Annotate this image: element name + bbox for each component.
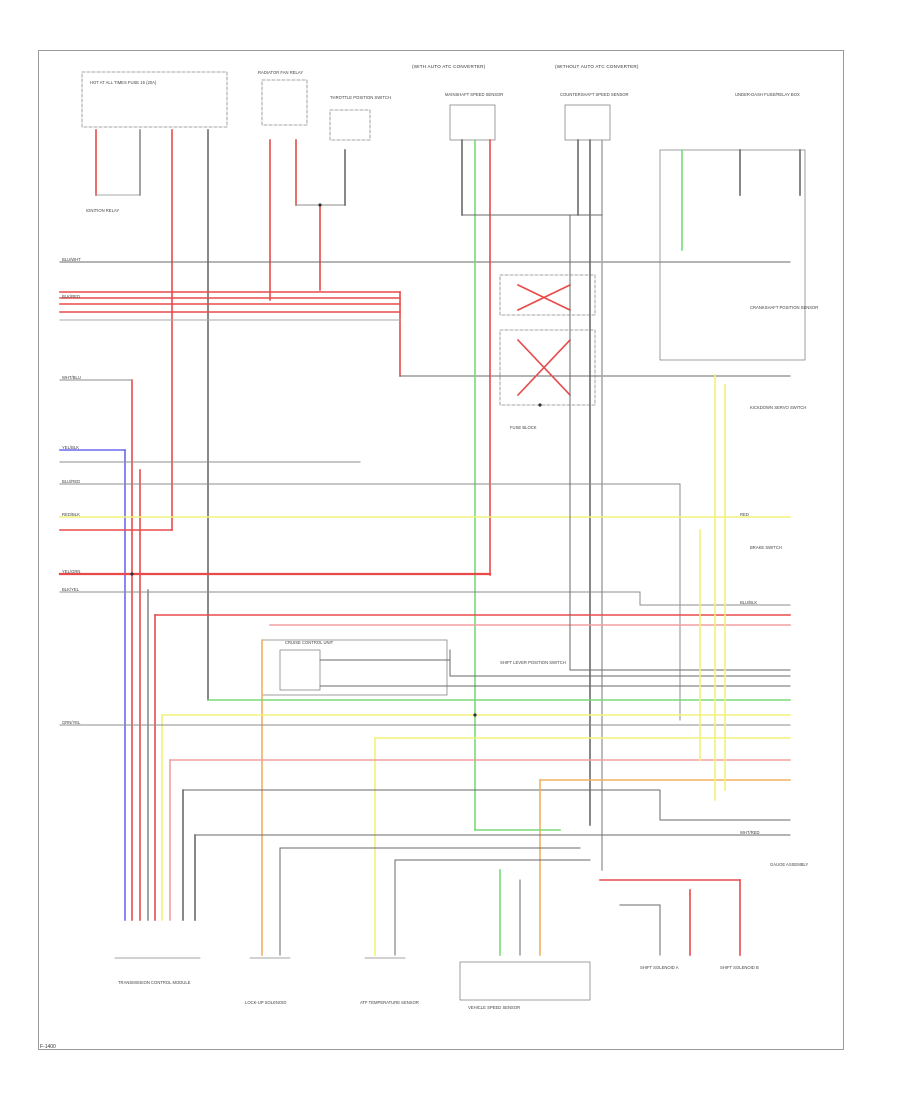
wire-label-1: BLU/WHT	[62, 257, 81, 262]
label-tps-switch: THROTTLE POSITION SWITCH	[330, 95, 391, 100]
label-ignition-relay: IGNITION RELAY	[86, 208, 120, 213]
header-right: (WITHOUT AUTO ATC CONVERTER)	[555, 64, 639, 69]
label-gauge: GAUGE ASSEMBLY	[770, 862, 809, 867]
label-lockup: LOCK-UP SOLENOID	[245, 1000, 287, 1005]
label-solenoid-a: SHIFT SOLENOID A	[640, 965, 679, 970]
diagram-frame	[38, 50, 844, 1050]
wire-label-4: YEL/BLK	[62, 445, 79, 450]
label-crankshaft: CRANKSHAFT POSITION SENSOR	[750, 305, 819, 310]
label-solenoid-b: SHIFT SOLENOID B	[720, 965, 759, 970]
figure-code: F-1400	[40, 1044, 56, 1050]
wire-label-2: BLK/RED	[62, 294, 80, 299]
header-left: (WITH AUTO ATC CONVERTER)	[412, 64, 486, 69]
label-brake-switch: BRAKE SWITCH	[750, 545, 782, 550]
wire-label-11: BLU/BLK	[740, 600, 758, 605]
label-countershaft: COUNTERSHAFT SPEED SENSOR	[560, 92, 629, 97]
wire-label-10: RED	[740, 512, 749, 517]
label-mainshaft: MAINSHAFT SPEED SENSOR	[445, 92, 504, 97]
wire-label-3: WHT/BLU	[62, 375, 81, 380]
label-fuse-block: FUSE BLOCK	[510, 425, 537, 430]
wire-label-7: YEL/GRN	[62, 569, 81, 574]
label-radiator-fan: RADIATOR FAN RELAY	[258, 70, 304, 75]
label-shift-lever: SHIFT LEVER POSITION SWITCH	[500, 660, 566, 665]
label-atf-temp: ATF TEMPERATURE SENSOR	[360, 1000, 419, 1005]
fuse-box-outline	[81, 71, 228, 128]
wire-label-5: BLU/RED	[62, 479, 81, 484]
label-cruise-unit: CRUISE CONTROL UNIT	[285, 640, 334, 645]
wire-label-8: BLK/YEL	[62, 587, 79, 592]
label-fuse-box: HOT AT ALL TIMES FUSE 15 (20A)	[90, 80, 157, 85]
label-tcm: TRANSMISSION CONTROL MODULE	[118, 980, 191, 985]
label-kickdown: KICKDOWN SERVO SWITCH	[750, 405, 807, 410]
label-underdash: UNDER-DASH FUSE/RELAY BOX	[735, 92, 800, 97]
label-speed-sensor: VEHICLE SPEED SENSOR	[468, 1005, 521, 1010]
wire-label-9: GRN/YEL	[62, 720, 81, 725]
wire-label-6: RED/BLK	[62, 512, 80, 517]
wire-label-12: WHT/RED	[740, 830, 760, 835]
